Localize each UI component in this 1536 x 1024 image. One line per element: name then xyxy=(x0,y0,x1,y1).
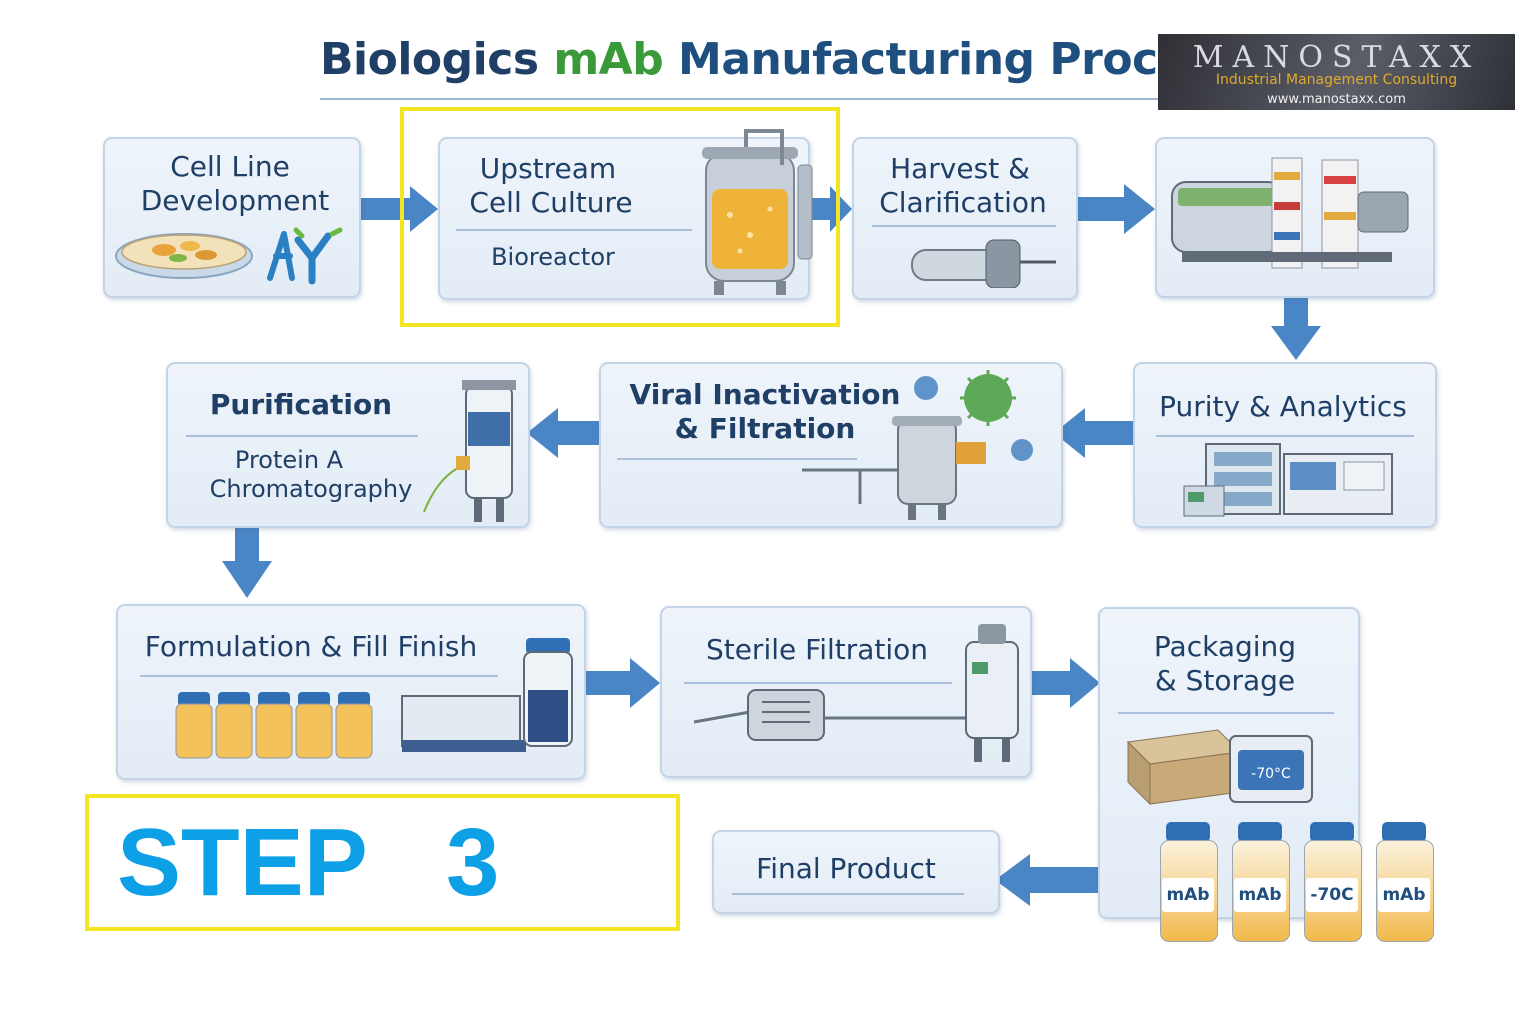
sterile-filter-icon xyxy=(693,624,1019,762)
packaging-label-2: & Storage xyxy=(1154,664,1296,697)
sterile-label: Sterile Filtration xyxy=(705,633,929,666)
viral-label-2: & Filtration xyxy=(674,412,856,445)
cell-line-label-1: Cell Line xyxy=(170,150,290,183)
step-3-highlight xyxy=(400,107,840,327)
upstream-label-2: Cell Culture xyxy=(469,186,633,219)
purification-sublabel-2: Chromatography xyxy=(209,475,413,503)
purification-divider xyxy=(186,435,418,437)
final-vial: mAb xyxy=(1230,820,1290,944)
freezer-temp-label: -70°C xyxy=(1251,766,1291,782)
diagram-title: Biologics mAb Manufacturing Process xyxy=(320,34,1239,85)
vial-cap xyxy=(1238,822,1282,842)
sterile-divider xyxy=(684,682,952,684)
arrow-harvest-to-step4 xyxy=(1074,184,1155,234)
shipping-box-icon xyxy=(1126,729,1313,806)
arrow-upstream-to-harvest xyxy=(808,186,852,232)
vial-cap xyxy=(1310,822,1354,842)
title-part-mab: mAb xyxy=(553,34,664,85)
purification-label: Purification xyxy=(209,388,393,421)
formulation-label: Formulation & Fill Finish xyxy=(144,630,478,663)
arrow-purity-to-viral xyxy=(1054,408,1133,458)
arrow-cellline-to-upstream xyxy=(358,186,438,232)
formulation-divider xyxy=(140,675,498,677)
harvest-label-2: Clarification xyxy=(879,186,1047,219)
arrow-formulation-to-sterile xyxy=(583,658,660,708)
vial-label: mAb xyxy=(1378,878,1430,912)
centrifuge-icon xyxy=(911,239,1056,288)
process-skid-icon xyxy=(1171,157,1409,269)
cell-line-label-2: Development xyxy=(140,184,330,217)
upstream-divider xyxy=(456,229,692,231)
arrow-sterile-to-packaging xyxy=(1028,658,1100,708)
vial-label: mAb xyxy=(1162,878,1214,912)
virus-filtration-icon xyxy=(802,370,1033,520)
title-part-biologics: Biologics xyxy=(320,34,554,85)
title-underline xyxy=(320,98,1158,100)
step-banner-text: STEP 3 xyxy=(117,809,500,916)
final-vial: mAb xyxy=(1374,820,1434,944)
viral-label-1: Viral Inactivation xyxy=(629,378,901,411)
harvest-divider xyxy=(872,225,1056,227)
vial-label: -70C xyxy=(1306,878,1358,912)
vial-label: mAb xyxy=(1234,878,1286,912)
arrow-down-to-formulation xyxy=(222,525,272,598)
vial-cap xyxy=(1166,822,1210,842)
harvest-label-1: Harvest & xyxy=(890,152,1030,185)
logo-name: MANOSTAXX xyxy=(1192,40,1481,75)
chromatography-column-icon xyxy=(423,380,516,522)
analytics-instrument-icon xyxy=(1183,443,1393,517)
final-vial: mAb xyxy=(1158,820,1218,944)
manostaxx-logo: MANOSTAXX Industrial Management Consulti… xyxy=(1158,34,1515,110)
arrow-viral-to-purification xyxy=(527,408,599,458)
upstream-sublabel: Bioreactor xyxy=(491,243,615,271)
vial-cap xyxy=(1382,822,1426,842)
purity-divider xyxy=(1156,435,1414,437)
viral-divider xyxy=(617,458,857,460)
logo-url: www.manostaxx.com xyxy=(1267,92,1406,107)
logo-tagline: Industrial Management Consulting xyxy=(1215,72,1458,88)
packaging-label-1: Packaging xyxy=(1153,630,1297,663)
arrow-down-to-purity xyxy=(1271,294,1321,360)
step-final-product xyxy=(712,830,1000,914)
final-product-label: Final Product xyxy=(756,852,936,885)
step-banner-frame xyxy=(85,794,680,931)
fill-vials-icon xyxy=(175,638,573,759)
bioreactor-icon xyxy=(702,129,813,295)
purity-label: Purity & Analytics xyxy=(1159,390,1407,423)
purification-sublabel-1: Protein A xyxy=(234,446,344,474)
title-part-process: Manufacturing Process xyxy=(663,34,1239,85)
petri-dish-icon xyxy=(115,233,253,279)
packaging-divider xyxy=(1118,712,1334,714)
upstream-label-1: Upstream xyxy=(479,152,617,185)
final-product-divider xyxy=(732,893,964,895)
antibody-icon xyxy=(267,227,343,285)
arrow-packaging-to-final xyxy=(995,854,1115,906)
final-vial: -70C xyxy=(1302,820,1362,944)
